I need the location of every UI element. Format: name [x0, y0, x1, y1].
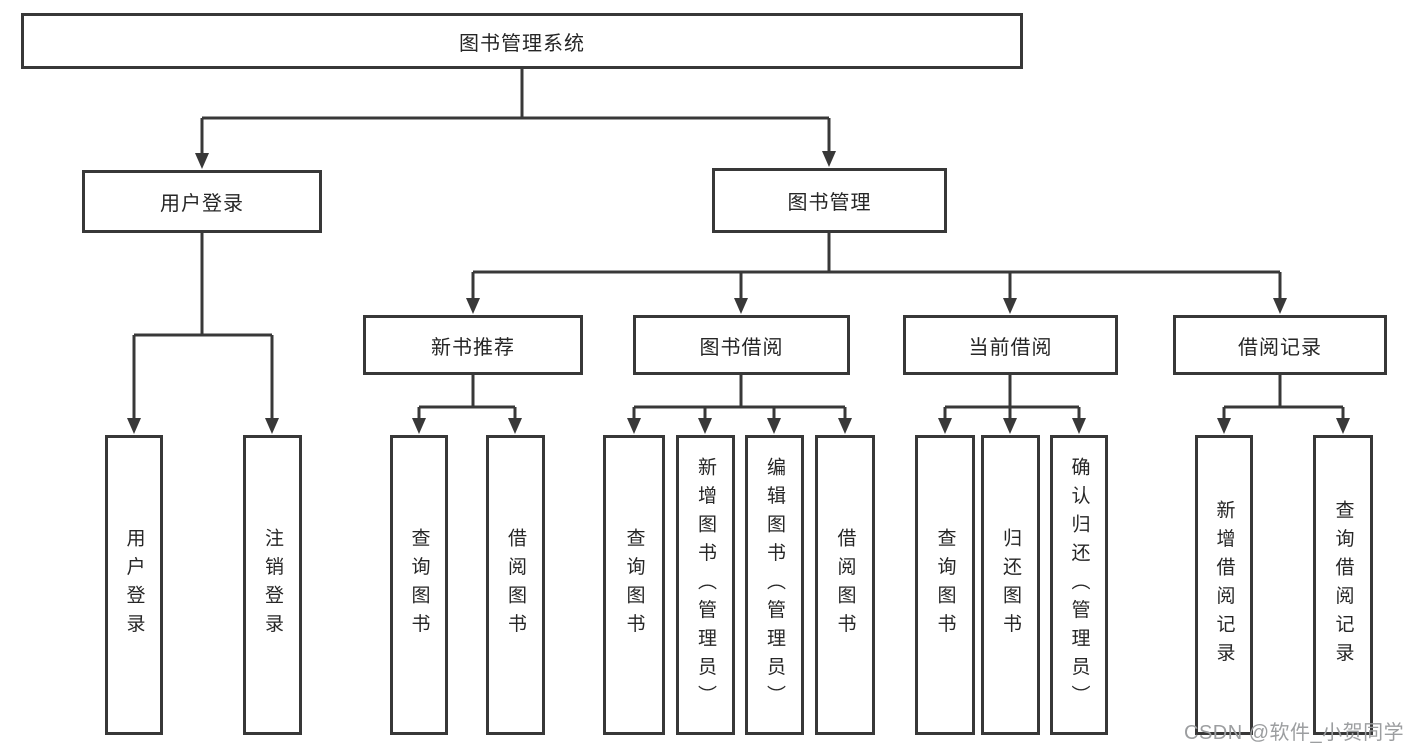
leaf-user-login: 用户登录: [105, 435, 163, 735]
node-borrowing-records: 借阅记录: [1173, 315, 1387, 375]
leaf-label: 归还图书: [1000, 528, 1021, 642]
leaf-borrow-books-recommend: 借阅图书: [486, 435, 545, 735]
leaf-return-books: 归还图书: [981, 435, 1040, 735]
leaf-add-borrow-record: 新增借阅记录: [1195, 435, 1253, 735]
leaf-edit-book-admin: 编辑图书（管理员）: [745, 435, 804, 735]
leaf-confirm-return-admin: 确认归还（管理员）: [1050, 435, 1108, 735]
leaf-label: 确认归还（管理员）: [1068, 456, 1090, 714]
leaf-borrow-books-borrowing: 借阅图书: [815, 435, 875, 735]
leaf-label: 新增图书（管理员）: [695, 456, 716, 714]
leaf-query-books-recommend: 查询图书: [390, 435, 448, 735]
leaf-label: 注销登录: [262, 528, 283, 642]
arrowheads: [127, 151, 1350, 434]
leaf-label: 借阅图书: [505, 528, 526, 642]
leaf-label: 新增借阅记录: [1213, 499, 1235, 671]
leaf-query-borrow-record: 查询借阅记录: [1313, 435, 1373, 735]
watermark: CSDN @软件_小贺同学: [1184, 722, 1405, 744]
node-current-borrowing: 当前借阅: [903, 315, 1118, 375]
leaf-query-books-current: 查询图书: [915, 435, 975, 735]
leaf-label: 查询图书: [623, 528, 645, 642]
leaf-label: 查询图书: [408, 528, 430, 642]
node-book-borrowing: 图书借阅: [633, 315, 850, 375]
leaf-label: 用户登录: [123, 528, 145, 642]
node-library-management-system: 图书管理系统: [21, 13, 1023, 69]
leaf-logout: 注销登录: [243, 435, 302, 735]
leaf-query-books-borrowing: 查询图书: [603, 435, 665, 735]
leaf-label: 查询借阅记录: [1332, 499, 1354, 671]
leaf-label: 编辑图书（管理员）: [764, 456, 785, 714]
leaf-label: 借阅图书: [834, 528, 856, 642]
node-new-book-recommendation: 新书推荐: [363, 315, 583, 375]
leaf-add-book-admin: 新增图书（管理员）: [676, 435, 735, 735]
node-book-management: 图书管理: [712, 168, 947, 233]
node-user-login: 用户登录: [82, 170, 322, 233]
leaf-label: 查询图书: [934, 528, 956, 642]
